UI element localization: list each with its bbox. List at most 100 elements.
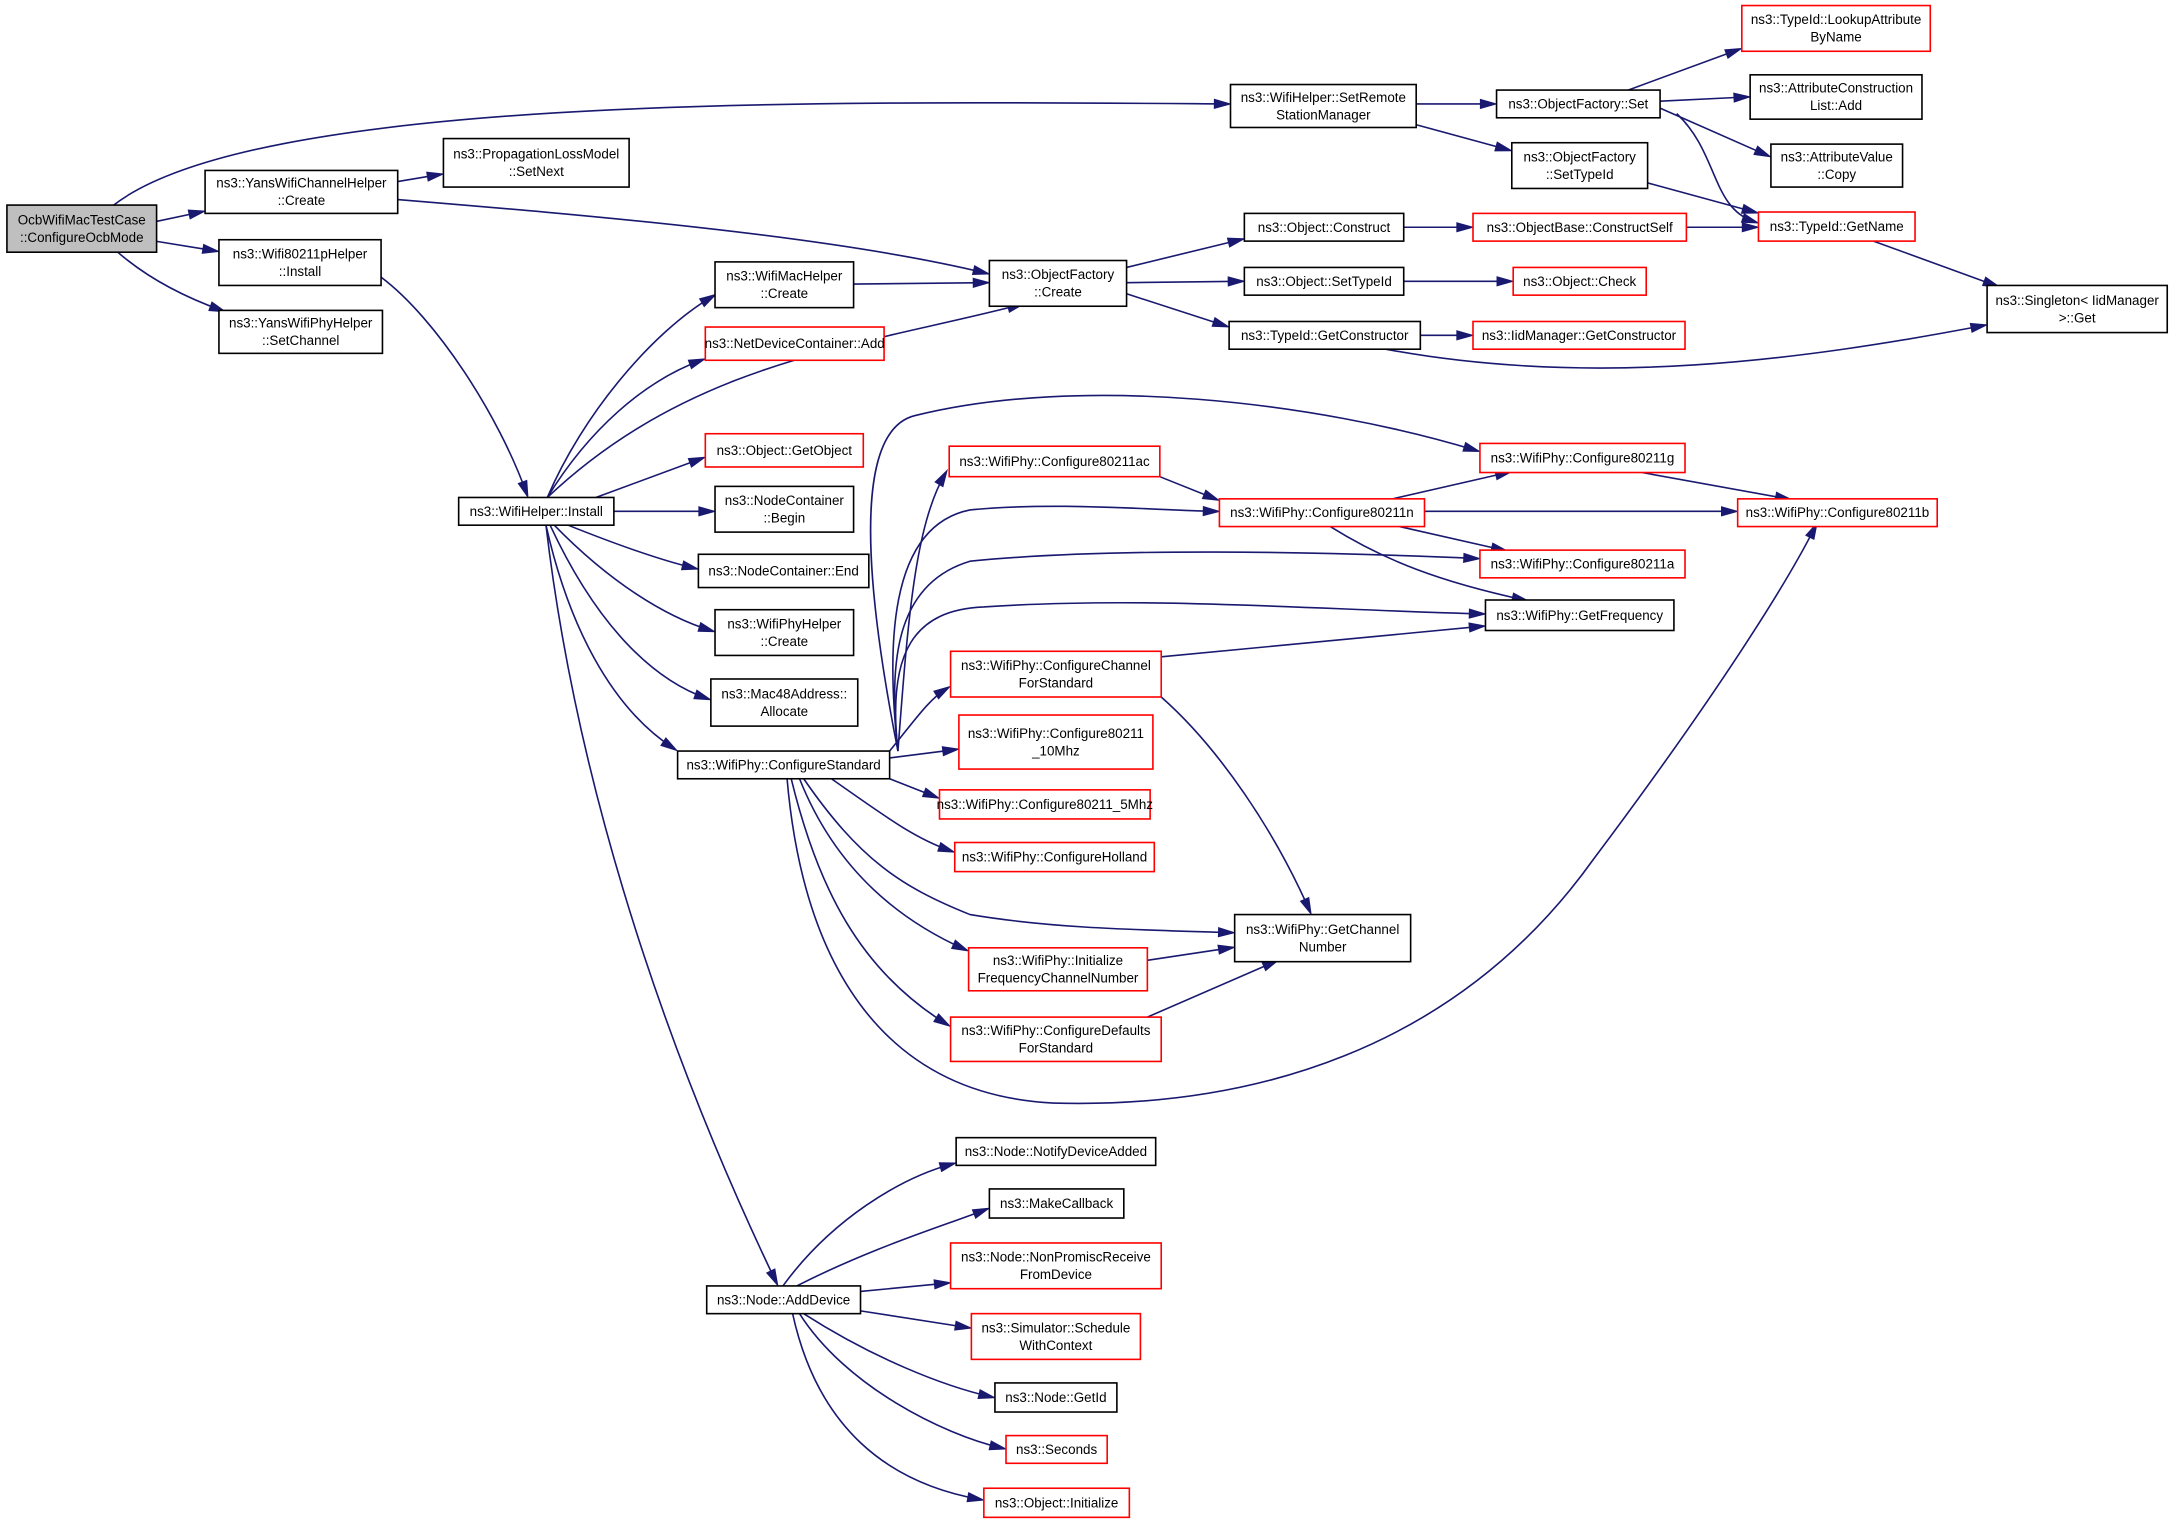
node-label-line: ns3::WifiHelper::SetRemote [1241, 90, 1406, 105]
node-ncend[interactable]: ns3::NodeContainer::End [697, 553, 870, 589]
arrowhead-icon [187, 209, 207, 220]
node-getobject[interactable]: ns3::Object::GetObject [704, 432, 865, 468]
node-box [1510, 141, 1649, 190]
node-cfg80211b[interactable]: ns3::WifiPhy::Configure80211b [1736, 498, 1939, 528]
node-cfg5mhz[interactable]: ns3::WifiPhy::Configure80211_5Mhz [937, 789, 1154, 820]
arrowhead-icon [1733, 92, 1752, 103]
call-edge-nodeadddevice-to-seconds [800, 1314, 1008, 1451]
node-makecallback[interactable]: ns3::MakeCallback [988, 1188, 1125, 1219]
call-edge-ofcreate-to-typeidgetconstructor [1127, 294, 1231, 328]
node-ofcreate[interactable]: ns3::ObjectFactory::Create [988, 259, 1128, 308]
node-label-line: ns3::WifiPhy::Configure80211 [968, 726, 1144, 741]
node-seconds[interactable]: ns3::Seconds [1005, 1434, 1108, 1465]
node-label-line: ns3::WifiPhy::ConfigureStandard [686, 757, 880, 772]
node-notifydeviceadded[interactable]: ns3::Node::NotifyDeviceAdded [955, 1136, 1157, 1167]
node-label-line: ::Begin [763, 510, 805, 525]
node-label-line: ns3::Singleton< IidManager [1995, 293, 2159, 308]
call-edge-nodeadddevice-to-schedulewithcontext [861, 1311, 973, 1331]
node-box [705, 1285, 862, 1315]
node-label-line: ns3::WifiPhy::Initialize [993, 953, 1123, 968]
node-label-line: FromDevice [1020, 1267, 1092, 1282]
node-box [1741, 4, 1932, 53]
node-initfreqch[interactable]: ns3::WifiPhy::InitializeFrequencyChannel… [967, 947, 1149, 992]
node-box [1243, 266, 1405, 296]
call-edge-configstd-to-cfg80211g [871, 395, 1482, 751]
node-label-line: ForStandard [1019, 675, 1093, 690]
call-edge-nodeadddevice-to-nonpromisc [861, 1279, 953, 1292]
arrowhead-icon [1740, 212, 1760, 224]
node-getfrequency[interactable]: ns3::WifiPhy::GetFrequency [1484, 599, 1675, 632]
node-ndcadd[interactable]: ns3::NetDeviceContainer::Add [704, 326, 885, 362]
node-cfg10mhz[interactable]: ns3::WifiPhy::Configure80211_10Mhz [958, 714, 1154, 770]
arrowhead-icon [972, 277, 992, 288]
node-box [988, 259, 1128, 308]
node-root[interactable]: OcbWifiMacTestCase::ConfigureOcbMode [6, 204, 158, 253]
node-cfg80211ac[interactable]: ns3::WifiPhy::Configure80211ac [948, 445, 1161, 478]
node-wifihelperinstall[interactable]: ns3::WifiHelper::Install [457, 496, 615, 526]
node-w80211pinstall[interactable]: ns3::Wifi80211pHelper::Install [218, 238, 382, 287]
arrowhead-icon [698, 293, 718, 308]
node-cfg80211a[interactable]: ns3::WifiPhy::Configure80211a [1479, 549, 1686, 579]
node-yanschcreate[interactable]: ns3::YansWifiChannelHelper::Create [204, 169, 399, 215]
node-iidmgrgetconstructor[interactable]: ns3::IidManager::GetConstructor [1472, 320, 1686, 350]
node-box [1229, 83, 1417, 129]
node-label-line: ns3::Node::NonPromiscReceive [961, 1250, 1151, 1265]
node-objbaseconstructself[interactable]: ns3::ObjectBase::ConstructSelf [1472, 212, 1688, 242]
arrowhead-icon [1226, 237, 1246, 248]
node-cfgdefaults[interactable]: ns3::WifiPhy::ConfigureDefaultsForStanda… [949, 1016, 1163, 1063]
node-wifimachelper[interactable]: ns3::WifiMacHelper::Create [714, 261, 855, 309]
node-proploss[interactable]: ns3::PropagationLossModel::SetNext [442, 137, 630, 188]
call-edge-configstd-to-cfg80211a [895, 552, 1482, 751]
node-objcheck[interactable]: ns3::Object::Check [1512, 266, 1648, 296]
call-edge-wifihelperinstall-to-getobject [596, 456, 707, 497]
node-label-line: ::Create [278, 193, 326, 208]
node-attrcopy[interactable]: ns3::AttributeValue::Copy [1770, 143, 1904, 188]
node-typeidgetconstructor[interactable]: ns3::TypeId::GetConstructor [1228, 320, 1422, 350]
arrowhead-icon [1456, 330, 1475, 341]
node-wifiphyhelpercreate[interactable]: ns3::WifiPhyHelper::Create [714, 608, 855, 657]
node-objconstruct[interactable]: ns3::Object::Construct [1243, 212, 1405, 242]
node-objsettypeid[interactable]: ns3::Object::SetTypeId [1243, 266, 1405, 296]
arrowhead-icon [921, 787, 941, 799]
call-edge-cfg80211n-to-cfg80211a [1400, 527, 1510, 553]
call-edge-ofcreate-to-objconstruct [1127, 237, 1246, 267]
node-cfg80211g[interactable]: ns3::WifiPhy::Configure80211g [1479, 442, 1686, 474]
node-box [218, 309, 384, 355]
node-ncbegin[interactable]: ns3::NodeContainer::Begin [714, 485, 855, 533]
call-edge-configstd-to-cfg80211ac [898, 468, 948, 751]
node-ofsettypeid[interactable]: ns3::ObjectFactory::SetTypeId [1510, 141, 1649, 190]
node-box [1512, 266, 1648, 296]
node-box [970, 1312, 1142, 1361]
node-configstd[interactable]: ns3::WifiPhy::ConfigureStandard [676, 750, 891, 780]
node-label-line: ns3::WifiHelper::Install [470, 504, 603, 519]
node-label-line: ::Create [760, 286, 808, 301]
node-label-line: ns3::NodeContainer::End [708, 563, 858, 578]
node-label-line: ns3::Object::SetTypeId [1256, 274, 1391, 289]
node-cfgholland[interactable]: ns3::WifiPhy::ConfigureHolland [953, 841, 1156, 873]
node-box [1479, 442, 1686, 474]
node-nodegetid[interactable]: ns3::Node::GetId [994, 1382, 1118, 1413]
node-nodeadddevice[interactable]: ns3::Node::AddDevice [705, 1285, 862, 1315]
node-label-line: ns3::IidManager::GetConstructor [1482, 328, 1677, 343]
node-mac48[interactable]: ns3::Mac48Address::Allocate [710, 678, 859, 727]
node-label-line: ns3::ObjectFactory [1524, 149, 1637, 164]
call-edge-wifihelperinstall-to-wifimachelper [547, 293, 718, 498]
node-box [1472, 320, 1686, 350]
node-objinitialize[interactable]: ns3::Object::Initialize [983, 1487, 1131, 1519]
node-singleton[interactable]: ns3::Singleton< IidManager>::Get [1986, 284, 2169, 334]
call-edge-wifihelperinstall-to-wifiphyhelpercreate [554, 525, 717, 633]
arrowhead-icon [693, 689, 713, 701]
node-cfg80211n[interactable]: ns3::WifiPhy::Configure80211n [1218, 498, 1426, 528]
node-cfgchannelstd[interactable]: ns3::WifiPhy::ConfigureChannelForStandar… [949, 650, 1163, 698]
node-typeidgetname[interactable]: ns3::TypeId::GetName [1757, 211, 1916, 242]
node-yansphysetch[interactable]: ns3::YansWifiPhyHelper::SetChannel [218, 309, 384, 355]
arrowhead-icon [954, 1320, 973, 1331]
node-ofset[interactable]: ns3::ObjectFactory::Set [1495, 89, 1661, 119]
call-edge-objsettypeid-to-objcheck [1404, 276, 1515, 287]
